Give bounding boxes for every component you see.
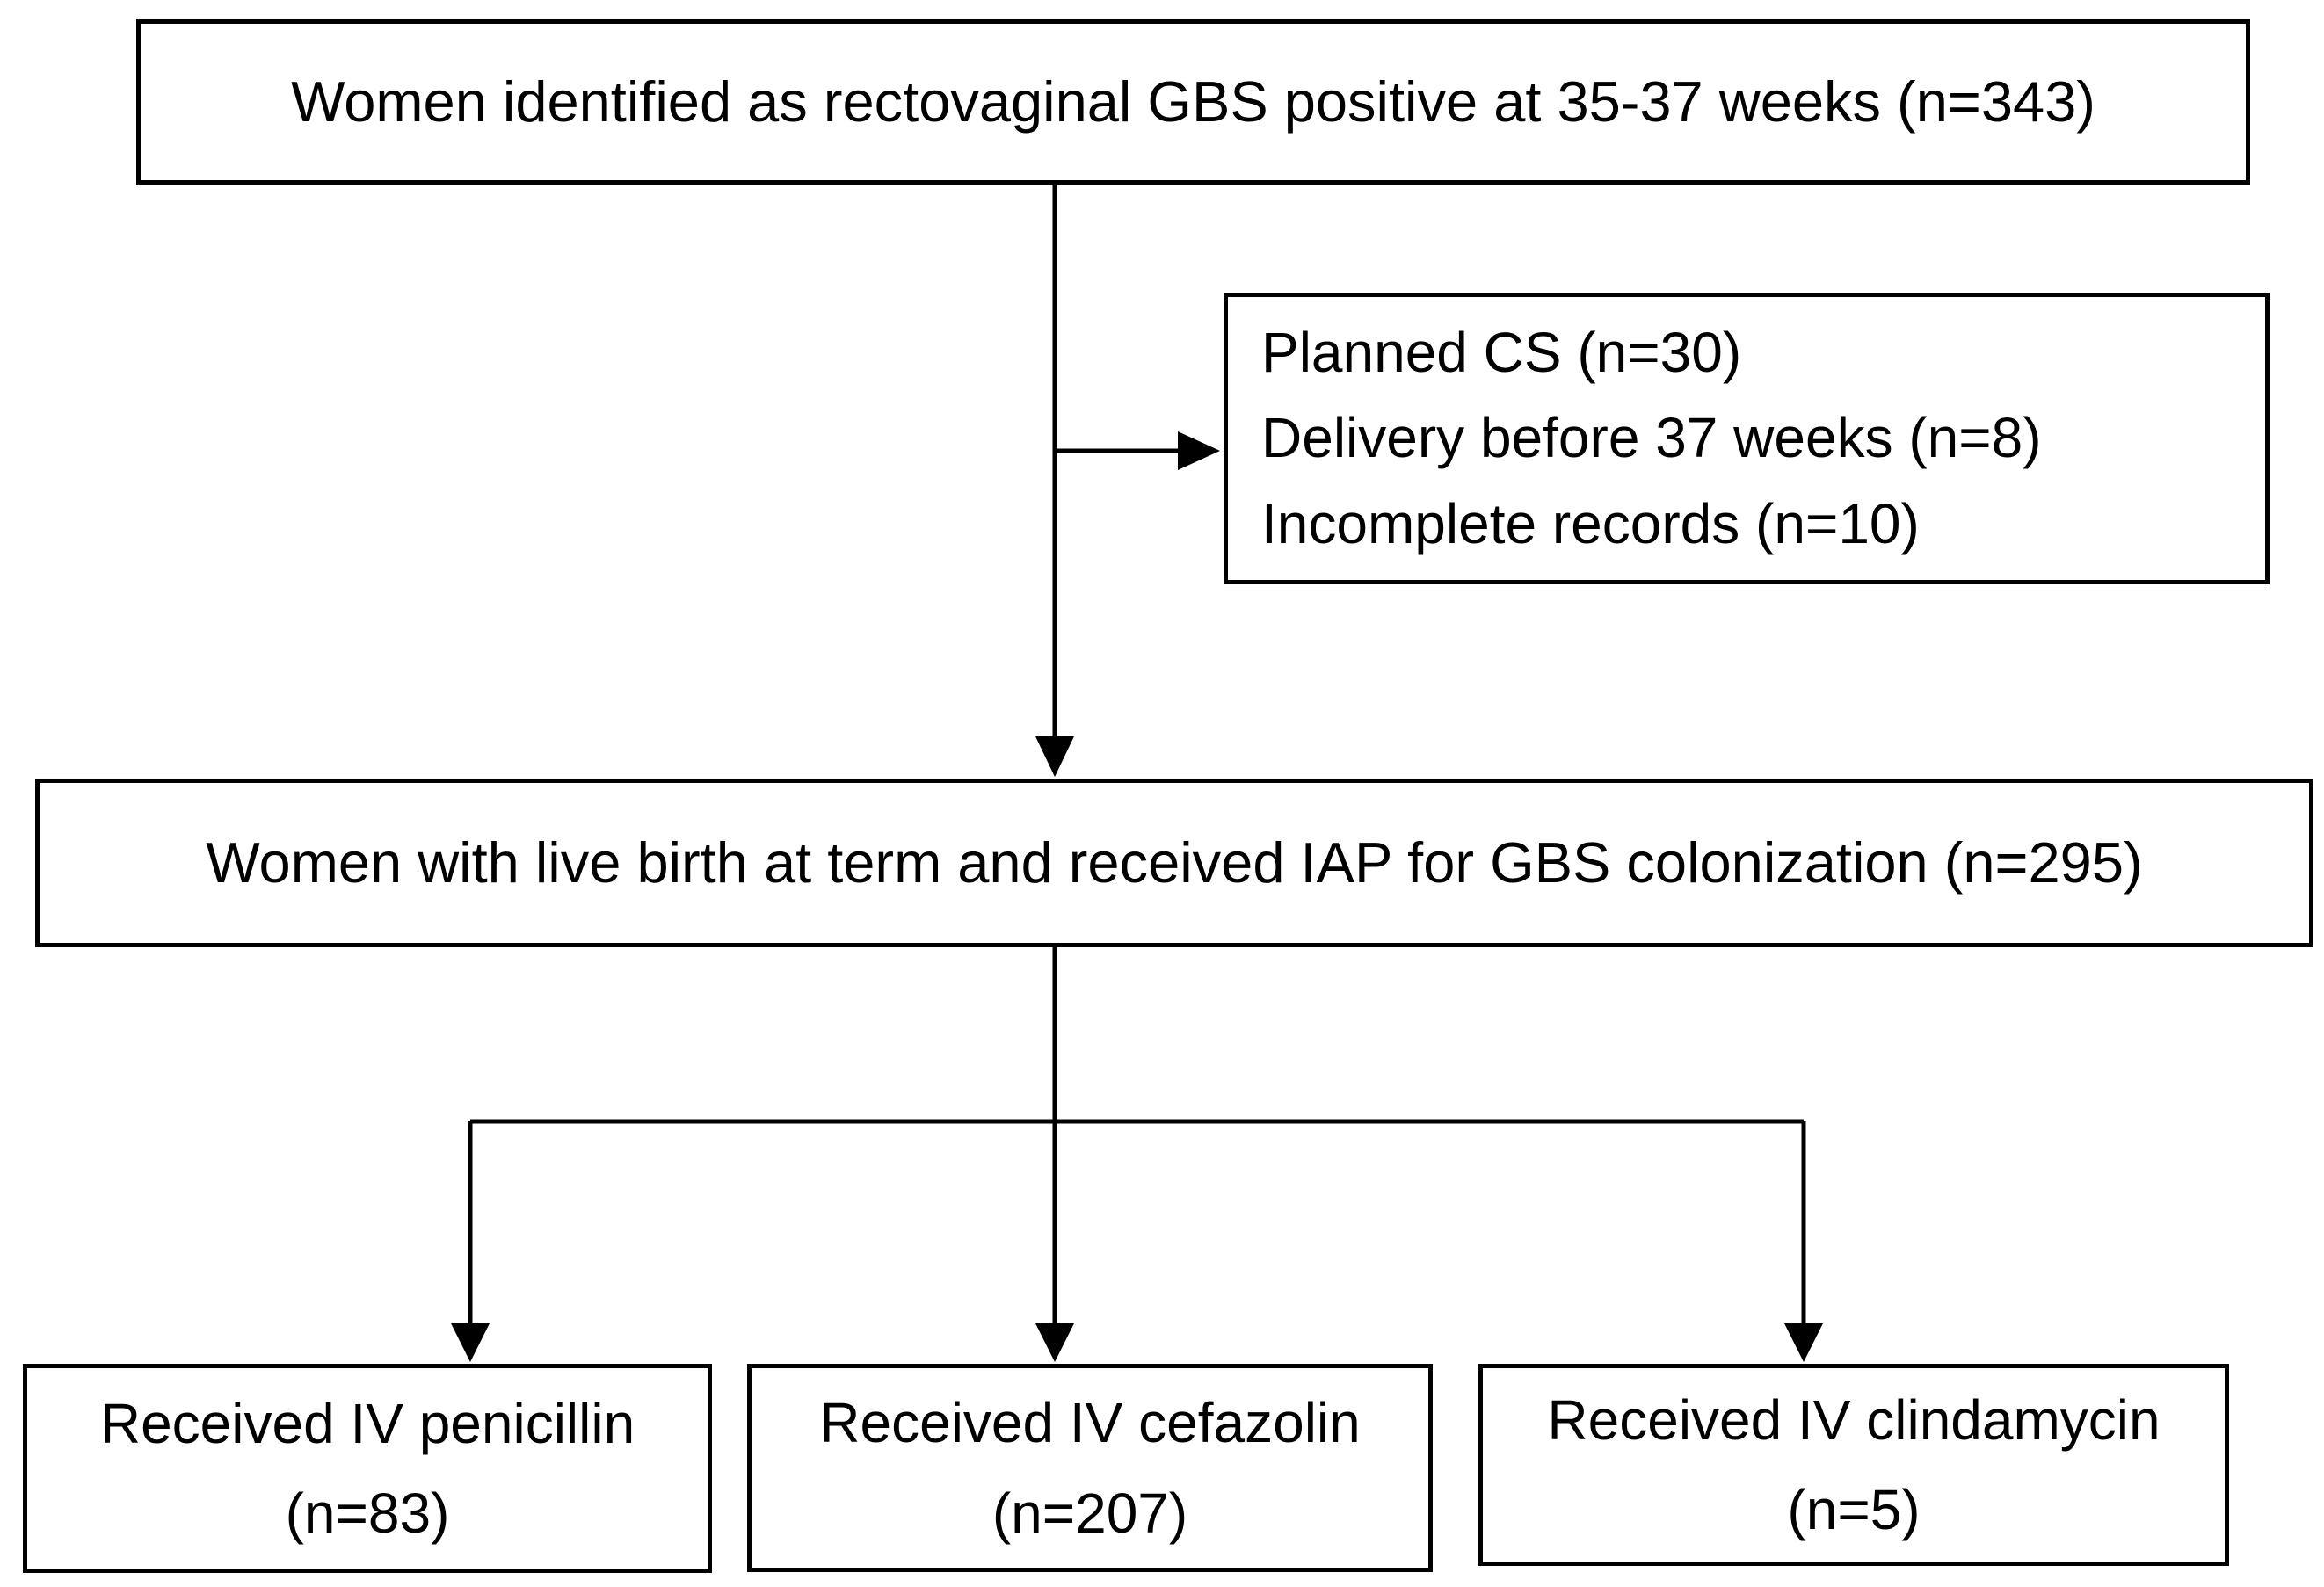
arrowhead-into-cefazolin-box [1035, 1323, 1074, 1362]
exclusion-box: Planned CS (n=30) Delivery before 37 wee… [1224, 293, 2270, 584]
arrowhead-into-clindamycin-box [1784, 1323, 1823, 1362]
middle-box: Women with live birth at term and receiv… [35, 779, 2313, 947]
arrowhead-into-penicillin-box [451, 1323, 490, 1362]
exclusion-line-incomplete-records: Incomplete records (n=10) [1261, 491, 1920, 555]
arrowhead-into-exclusion-box [1178, 431, 1220, 470]
penicillin-box: Received IV penicillin (n=83) [23, 1364, 712, 1573]
penicillin-box-label: Received IV penicillin [99, 1391, 635, 1455]
top-box: Women identified as rectovaginal GBS pos… [136, 19, 2250, 185]
top-box-label: Women identified as rectovaginal GBS pos… [291, 69, 2095, 134]
cefazolin-box: Received IV cefazolin (n=207) [747, 1364, 1433, 1572]
cefazolin-box-count: (n=207) [991, 1481, 1188, 1545]
clindamycin-box-count: (n=5) [1787, 1478, 1921, 1541]
arrowhead-into-middle-box [1035, 736, 1074, 777]
clindamycin-box: Received IV clindamycin (n=5) [1478, 1364, 2229, 1566]
penicillin-box-count: (n=83) [285, 1482, 450, 1545]
exclusion-line-delivery-before-37-weeks: Delivery before 37 weeks (n=8) [1261, 406, 2042, 470]
exclusion-line-planned-cs: Planned CS (n=30) [1261, 321, 1742, 385]
middle-box-label: Women with live birth at term and receiv… [206, 830, 2143, 895]
cefazolin-box-label: Received IV cefazolin [819, 1391, 1361, 1455]
clindamycin-box-label: Received IV clindamycin [1547, 1388, 2161, 1452]
